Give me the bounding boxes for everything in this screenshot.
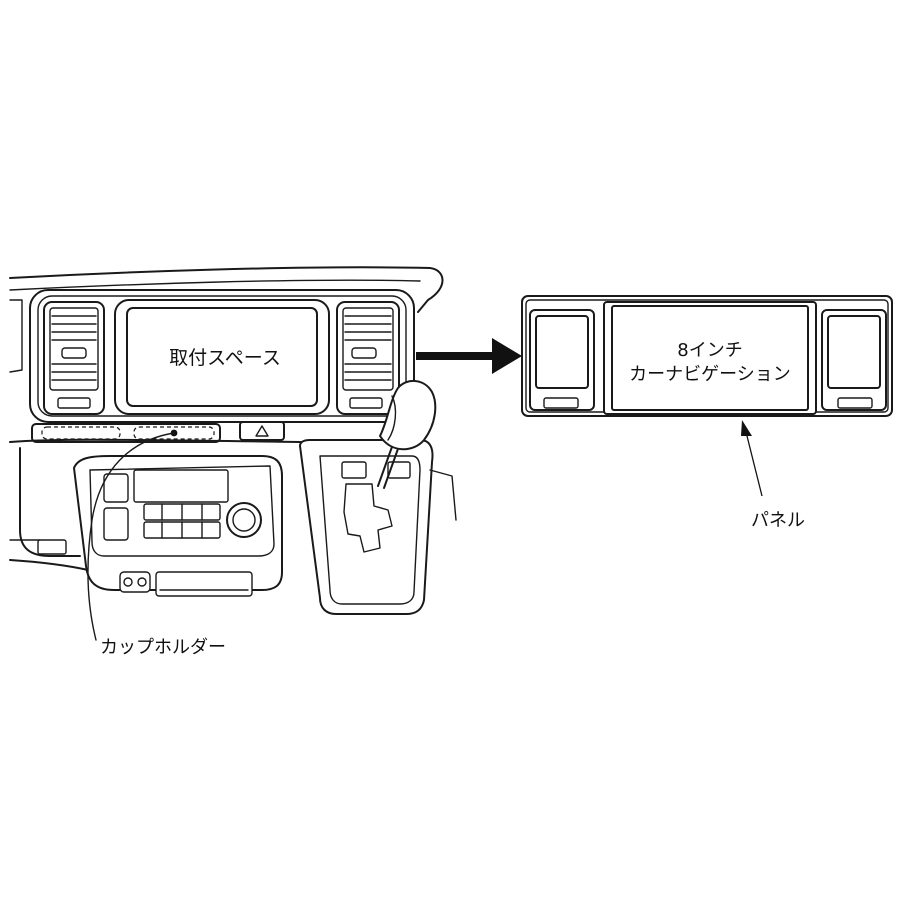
hazard-button xyxy=(239,421,285,441)
panel-left-vent xyxy=(529,309,595,411)
install-space-screen: 取付スペース xyxy=(114,299,330,415)
cup-holder-strip xyxy=(31,423,221,443)
install-space-label: 取付スペース xyxy=(169,347,281,369)
cup-holder-callout: カップホルダー xyxy=(87,432,226,658)
panel-illustration: 8インチ カーナビゲーション xyxy=(521,295,893,417)
shift-console xyxy=(299,380,437,615)
audio-console xyxy=(73,455,283,597)
panel-callout: パネル xyxy=(741,420,805,531)
navi-label-line2: カーナビゲーション xyxy=(629,364,791,385)
dashboard-illustration: 取付スペース xyxy=(9,266,457,615)
direction-arrow xyxy=(416,338,522,374)
panel-label: パネル xyxy=(751,510,805,531)
cup-holder-label: カップホルダー xyxy=(100,637,226,658)
panel-right-vent xyxy=(821,309,887,411)
hazard-icon xyxy=(255,425,269,437)
navi-label-line1: 8インチ xyxy=(677,340,742,361)
right-air-vent xyxy=(336,301,400,415)
navigation-screen: 8インチ カーナビゲーション xyxy=(603,301,817,415)
left-air-vent xyxy=(43,301,105,415)
